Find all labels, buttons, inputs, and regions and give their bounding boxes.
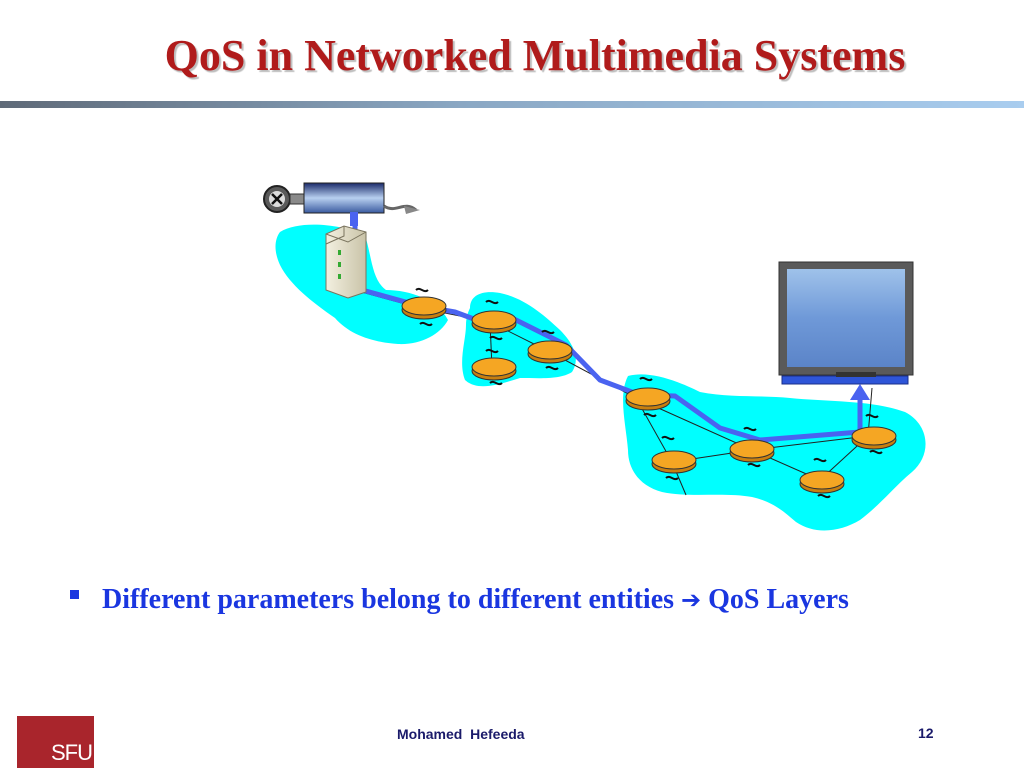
server-icon [325,212,367,299]
router-icon [471,348,517,386]
tv-monitor-icon [778,261,914,385]
footer-author: Mohamed Hefeeda [397,726,525,742]
bullet-text-main: Different parameters belong to different… [102,584,675,615]
slide-title: QoS in Networked Multimedia Systems [164,31,906,80]
router-icon [851,413,897,455]
bullet-text-tail: QoS Layers [708,584,849,615]
router-icon [729,426,775,468]
sfu-logo: SFU [17,716,94,768]
router-icon [471,299,517,341]
camera-icon [263,182,420,214]
router-icon [625,376,671,418]
sfu-logo-text: SFU [51,740,93,765]
router-icon [527,329,573,371]
title-divider [0,101,1024,108]
right-arrow-icon: ➔ [681,586,702,614]
router-icon [401,287,447,327]
page-number: 12 [918,725,934,741]
router-icon [799,457,845,499]
bullet-text: Different parameters belong to different… [102,580,932,620]
routers [401,287,897,499]
router-icon [651,435,697,481]
up-arrow-icon [850,384,870,400]
bullet-marker [70,590,79,599]
